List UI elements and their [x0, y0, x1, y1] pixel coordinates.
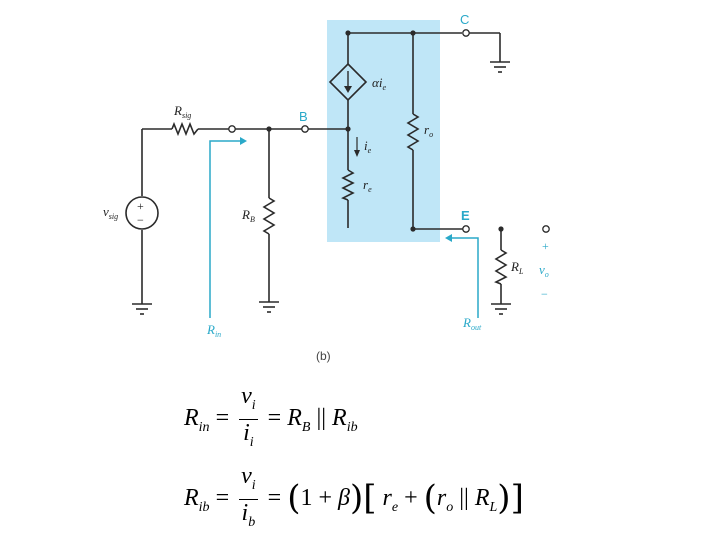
node-label-b: B [299, 109, 308, 124]
eq2-numerator: vi [239, 463, 258, 500]
rl-label: RL [510, 259, 524, 276]
rin-arrowhead [240, 137, 247, 145]
eq2-rbracket: ] [510, 478, 524, 519]
out-minus-sign: − [541, 287, 548, 301]
eq2-parallel: || [459, 485, 469, 512]
eq1-numerator: vi [239, 383, 258, 420]
eq1-rb-sub: B [301, 420, 311, 436]
out-plus-sign: + [542, 239, 549, 253]
ro-label: ro [424, 122, 433, 139]
eq1-denominator: ii [243, 420, 254, 450]
eq2-lparen-2: ( [423, 478, 437, 519]
node-label-e: E [461, 208, 470, 223]
re-label: re [363, 177, 372, 194]
eq2-lhs-sub: ib [198, 500, 210, 516]
ie-arrow-head [354, 150, 360, 157]
eq2-rl: R [474, 485, 490, 512]
rout-arrowhead [445, 234, 452, 242]
source-plus: + [137, 199, 144, 213]
ie-label: ie [364, 138, 372, 155]
eq2-one: 1 [300, 485, 313, 512]
rb-label: RB [241, 207, 255, 224]
eq1-lhs: R [184, 405, 199, 432]
source-minus: − [137, 213, 144, 227]
vo-label: vo [539, 262, 549, 279]
eq2-ro: r [436, 485, 447, 512]
rsig-label: Rsig [173, 103, 191, 120]
rout-label: Rout [462, 315, 482, 332]
eq1-rib: R [332, 405, 347, 432]
eq1-parallel: || [316, 405, 327, 432]
ground-symbols [132, 61, 511, 315]
eq2-plus-1: + [318, 485, 333, 512]
junction-dots [266, 30, 504, 232]
dep-arrow-head [344, 86, 352, 93]
eq2-re: r [382, 485, 392, 512]
dep-source-label: αie [372, 75, 386, 92]
dependent-current-source [328, 62, 368, 102]
rl-resistor [494, 249, 508, 285]
eq2-denominator: ib [241, 500, 256, 530]
wires [141, 32, 502, 304]
eq2-equals-1: = [215, 485, 230, 512]
eq2-rparen: ) [349, 478, 364, 519]
eq2-lbracket: [ [363, 478, 377, 519]
eq2-rparen-2: ) [497, 478, 511, 519]
figure-caption: (b) [316, 349, 331, 363]
re-resistor [341, 169, 355, 201]
vsig-label: vsig [103, 204, 118, 221]
eq1-equals-1: = [215, 405, 230, 432]
rsig-resistor [171, 121, 199, 137]
eq2-re-sub: e [391, 500, 399, 516]
ro-resistor [406, 113, 420, 151]
eq1-equals-2: = [267, 405, 282, 432]
eq1-rib-sub: ib [346, 420, 358, 436]
eq1-rb: R [287, 405, 302, 432]
rin-label: Rin [206, 322, 221, 339]
eq2-ro-sub: o [446, 500, 454, 516]
eq2-equals-2: = [267, 485, 282, 512]
tmodel-highlight [327, 20, 440, 242]
equation-rin: Rin = vi ii = RB || Rib [184, 383, 358, 456]
vsig-source [125, 196, 159, 230]
eq2-beta: β [338, 485, 350, 512]
eq2-rl-sub: L [489, 500, 498, 516]
equation-rib: Rib = vi ib = (1 + β)[ re + (ro || RL)] [184, 463, 524, 536]
terminals [228, 29, 550, 233]
rb-resistor [262, 197, 276, 235]
eq2-lparen: ( [287, 478, 301, 519]
eq2-fraction: vi ib [239, 463, 258, 536]
eq2-lhs: R [184, 485, 199, 512]
eq1-lhs-sub: in [198, 420, 210, 436]
node-label-c: C [460, 12, 469, 27]
impedance-arrows [209, 140, 479, 318]
eq2-plus-2: + [404, 485, 418, 512]
eq1-fraction: vi ii [239, 383, 258, 456]
